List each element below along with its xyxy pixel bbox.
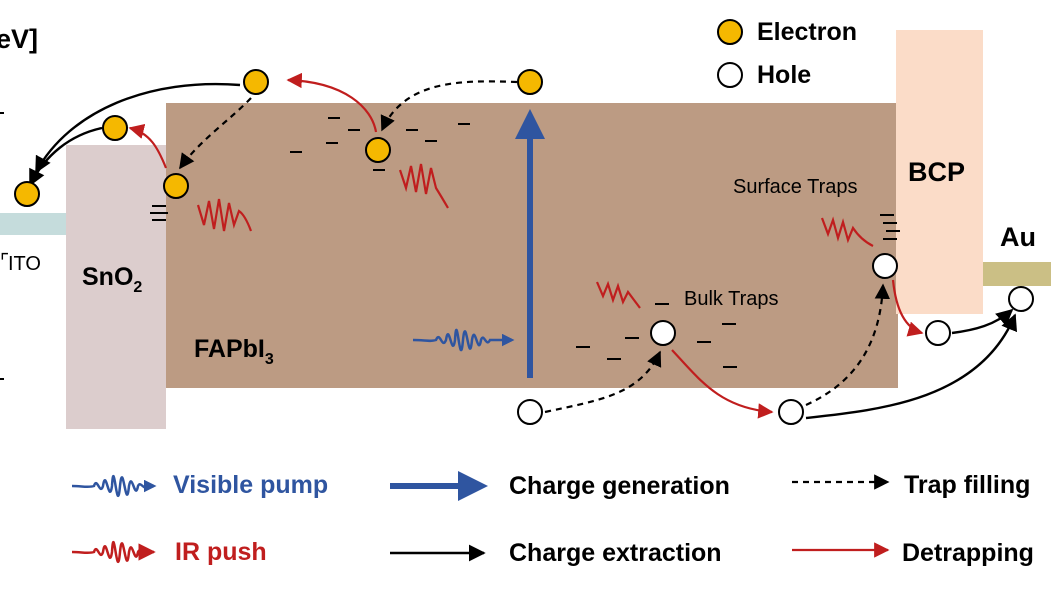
trap-filling-arrow	[805, 283, 891, 407]
ir-push-waves	[196, 163, 874, 309]
charge-extraction-label: Charge extraction	[509, 539, 722, 567]
bulk-traps-label: Bulk Traps	[684, 288, 778, 310]
trap-filling-label: Trap filling	[904, 471, 1030, 499]
detrap-arrow	[671, 349, 774, 419]
au-label: Au	[1000, 222, 1036, 252]
electron-legend-icon	[717, 19, 743, 45]
surface-traps-label: Surface Traps	[733, 176, 858, 198]
ir-push-icon	[71, 541, 156, 563]
hole	[650, 320, 676, 346]
au-band	[983, 262, 1051, 286]
axis-unit-label: eV]	[0, 24, 38, 54]
hole-legend-icon	[717, 62, 743, 88]
visible-pump-wave	[412, 328, 515, 352]
hole	[1008, 286, 1034, 312]
electron	[14, 181, 40, 207]
ito-tick: ⌜	[0, 251, 9, 273]
electron	[517, 69, 543, 95]
detrap-arrow	[128, 123, 168, 169]
ito-label: ITO	[8, 253, 41, 275]
charge-generation-label: Charge generation	[509, 472, 730, 500]
ir-push-label: IR push	[175, 538, 267, 566]
hole	[778, 399, 804, 425]
electron	[243, 69, 269, 95]
extraction-arrow	[34, 82, 241, 174]
hole	[517, 399, 543, 425]
electron	[102, 115, 128, 141]
sno2-band	[66, 145, 166, 429]
holes	[517, 253, 1034, 425]
extraction-arrow	[28, 126, 103, 187]
electron	[365, 137, 391, 163]
trap-levels	[150, 117, 900, 368]
sno2-label: SnO2	[82, 263, 142, 296]
visible-pump-icon	[71, 475, 157, 497]
extraction-arrow	[951, 308, 1014, 335]
ito-band	[0, 213, 66, 235]
electrons	[14, 69, 543, 207]
electron-legend-label: Electron	[757, 18, 857, 46]
detrap-arrow	[891, 279, 924, 337]
bcp-label: BCP	[908, 157, 965, 187]
hole-legend-label: Hole	[757, 61, 811, 89]
hole	[925, 320, 951, 346]
hole	[872, 253, 898, 279]
bcp-band	[896, 30, 983, 314]
detrapping-label: Detrapping	[902, 539, 1034, 567]
extraction-arrow	[805, 313, 1017, 420]
visible-pump-label: Visible pump	[173, 471, 328, 499]
fapbi-label: FAPbI3	[194, 335, 274, 368]
trap-filling-arrow	[179, 97, 252, 170]
trap-filling-arrow	[380, 80, 518, 132]
detrap-arrow	[286, 72, 378, 133]
electron	[163, 173, 189, 199]
